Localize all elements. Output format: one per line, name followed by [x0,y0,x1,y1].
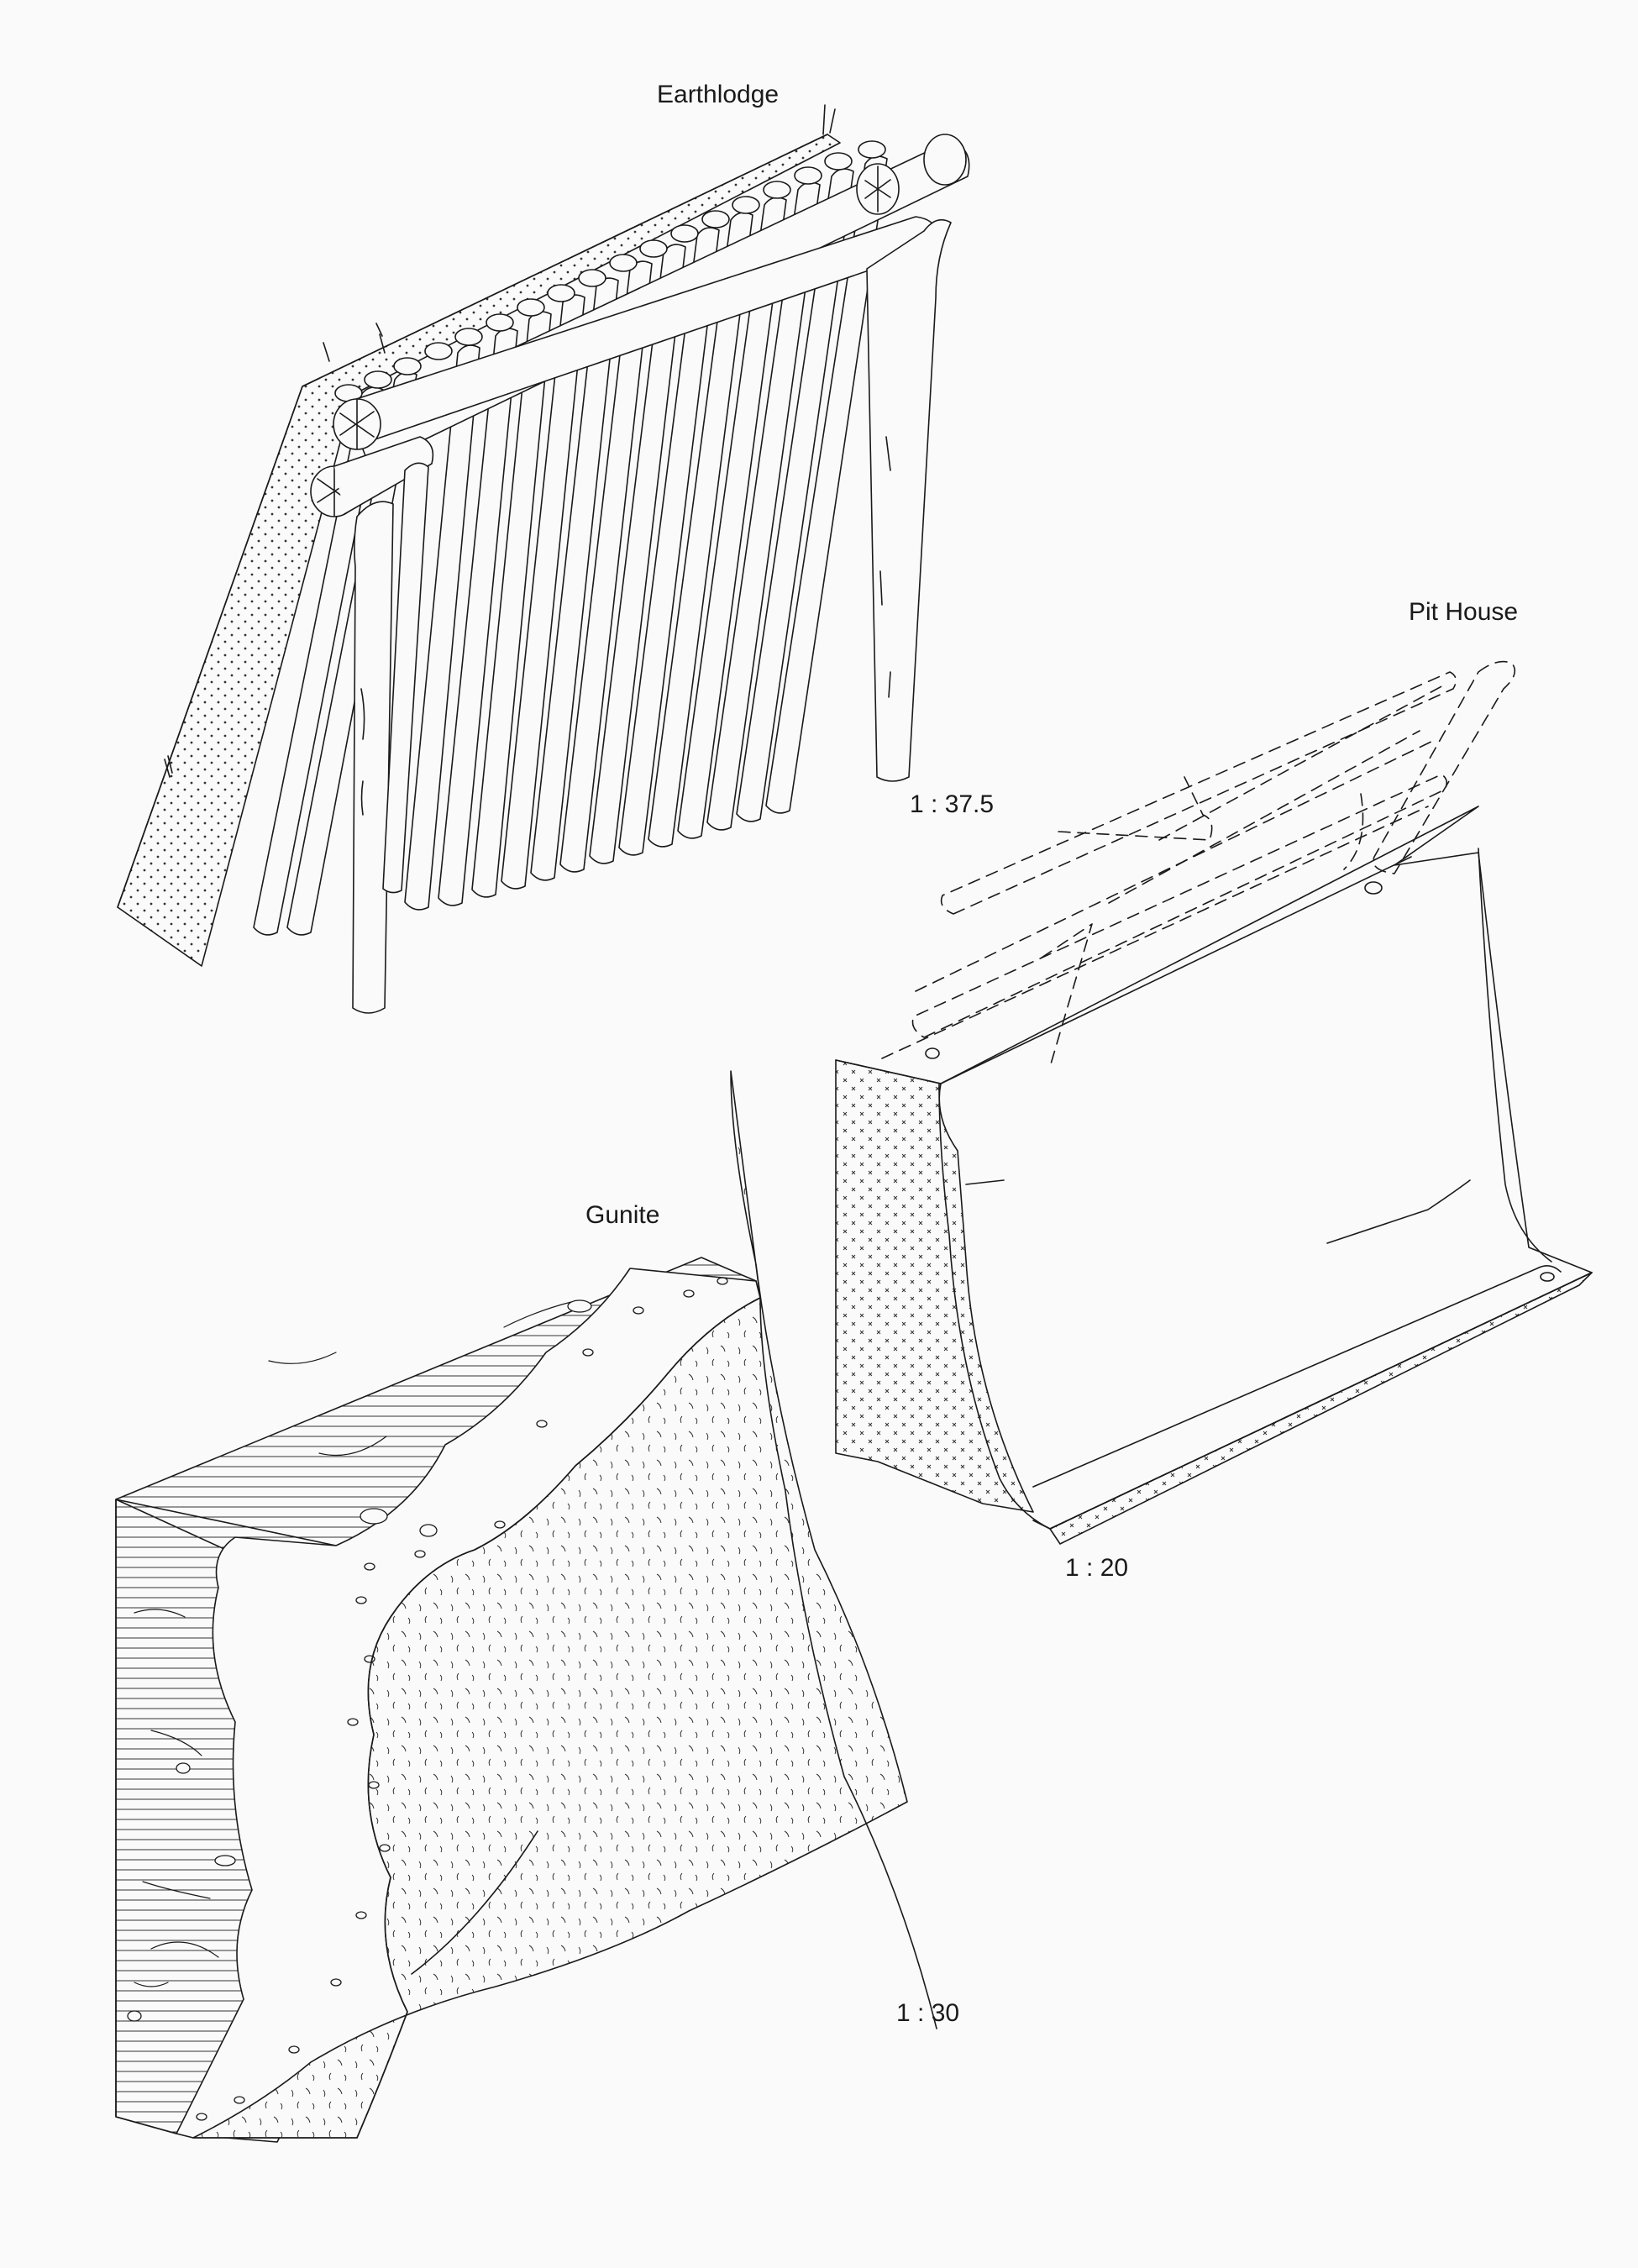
earthlodge-grass-tuft [165,105,835,777]
pithouse-earth-wall [836,1060,1033,1512]
pithouse-drawing [836,662,1592,1544]
gunite-stones [128,1300,591,2021]
earthlodge-poles [254,156,887,935]
pithouse-hidden-poles [882,662,1515,1067]
pithouse-title: Pit House [1409,598,1519,626]
earthlodge-drawing [118,105,969,1013]
pithouse-scale: 1 : 20 [1065,1554,1129,1582]
pithouse-bottom-dots [1050,1273,1592,1544]
earthlodge-front-post [353,501,393,1013]
earthlodge-middle-post [383,463,428,892]
gunite-drawing [116,1071,937,2142]
earthlodge-rear-post [867,220,951,781]
earthlodge-title: Earthlodge [657,81,780,108]
earthlodge-scale: 1 : 37.5 [910,790,995,818]
earthlodge-pole-ends [335,141,885,402]
gunite-title: Gunite [585,1201,660,1229]
gunite-surface-face [193,1071,907,2138]
gunite-scale: 1 : 30 [896,1999,960,2027]
